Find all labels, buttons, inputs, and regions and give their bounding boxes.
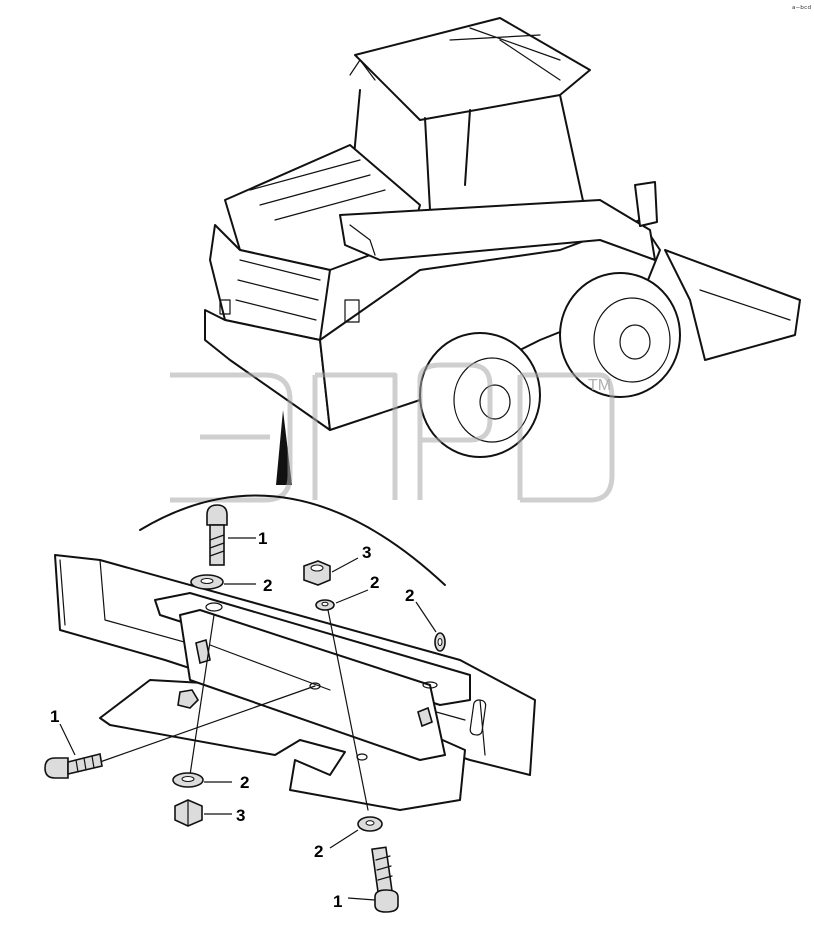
bolt-top: [206, 504, 228, 566]
watermark-logo: TM: [170, 362, 615, 503]
corner-mark: ᵃ⁻ᵇᶜᵈ: [792, 5, 811, 15]
callout-2-bottom-left: 2: [240, 773, 249, 792]
callout-3-top: 3: [362, 543, 371, 562]
nut-bottom: [174, 799, 203, 827]
callout-2-top-mid: 2: [370, 573, 379, 592]
bolt-bottom: [371, 846, 399, 913]
align-line-left-bolt: [99, 685, 316, 763]
nut-top: [303, 560, 331, 586]
bolt-left: [44, 753, 103, 779]
callout-3-bottom: 3: [236, 806, 245, 825]
callout-leaders: [59, 537, 437, 901]
callout-1-bottom: 1: [333, 892, 342, 911]
callout-1-top: 1: [258, 529, 267, 548]
callout-2-right: 2: [405, 586, 414, 605]
callout-2-bottom: 2: [314, 842, 323, 861]
callout-1-left: 1: [50, 707, 59, 726]
align-line-top-left: [189, 614, 215, 776]
watermark-tm: TM: [588, 377, 611, 394]
align-line-right: [327, 609, 369, 811]
skid-steer-loader: [204, 17, 801, 458]
detail-arc: [139, 494, 446, 586]
callout-2-top-left: 2: [263, 576, 272, 595]
mount-bracket-assembly: [54, 554, 536, 811]
